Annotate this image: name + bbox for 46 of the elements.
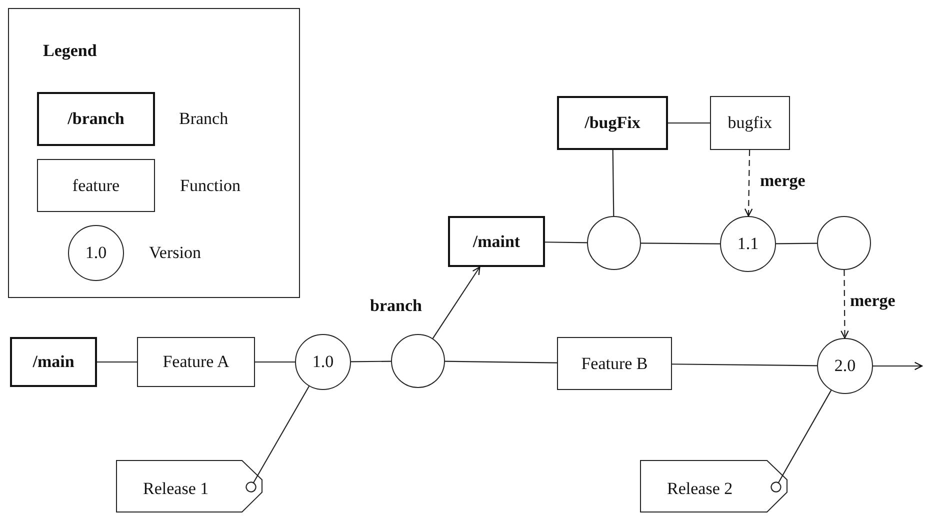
- node-label: 2.0: [834, 356, 856, 376]
- tag-line: [246, 386, 310, 492]
- arrow: [873, 362, 923, 370]
- node-label: Feature A: [162, 352, 230, 372]
- release-tag: [640, 460, 788, 513]
- node-label: /main: [32, 352, 74, 372]
- node-label: /maint: [472, 232, 520, 252]
- node-label: bugfix: [728, 113, 772, 133]
- release-tag: [116, 460, 263, 513]
- connector-line: [672, 364, 817, 366]
- legend-description: Function: [180, 176, 240, 196]
- connector-line: [668, 122, 710, 124]
- branch-box: [557, 96, 668, 150]
- connector-line: [255, 361, 295, 363]
- version-circle: [391, 334, 445, 388]
- connector-line: [612, 150, 614, 216]
- legend-panel: [8, 8, 300, 298]
- feature-box: [710, 96, 790, 150]
- feature-box: [557, 337, 672, 390]
- node-label: 1.0: [312, 352, 334, 372]
- legend-description: Version: [149, 243, 201, 263]
- version-circle: [817, 216, 871, 270]
- node-label: Feature B: [581, 354, 648, 374]
- branch-box: [10, 337, 97, 387]
- connector-line: [641, 242, 720, 244]
- tag-line: [770, 390, 832, 492]
- branch-box: [448, 216, 545, 267]
- feature-box: [137, 337, 255, 387]
- connector-line: [776, 242, 817, 244]
- node-label: /branch: [68, 109, 124, 129]
- node-label: /bugFix: [584, 113, 640, 133]
- legend-description: Branch: [179, 109, 228, 129]
- connector-line: [445, 360, 557, 364]
- node-label: Release 1: [143, 478, 209, 498]
- connector-line: [545, 242, 587, 244]
- version-circle: [587, 216, 641, 270]
- legend-heading: Legend: [43, 41, 97, 61]
- node-label: 1.0: [85, 243, 107, 263]
- arrow: [744, 150, 753, 217]
- node-label: 1.1: [737, 234, 759, 254]
- node-label: feature: [72, 176, 120, 196]
- arrow: [432, 266, 480, 339]
- arrow: [840, 270, 849, 339]
- connector-line: [351, 360, 391, 362]
- connector-line: [97, 361, 137, 363]
- node-label: Release 2: [667, 478, 733, 498]
